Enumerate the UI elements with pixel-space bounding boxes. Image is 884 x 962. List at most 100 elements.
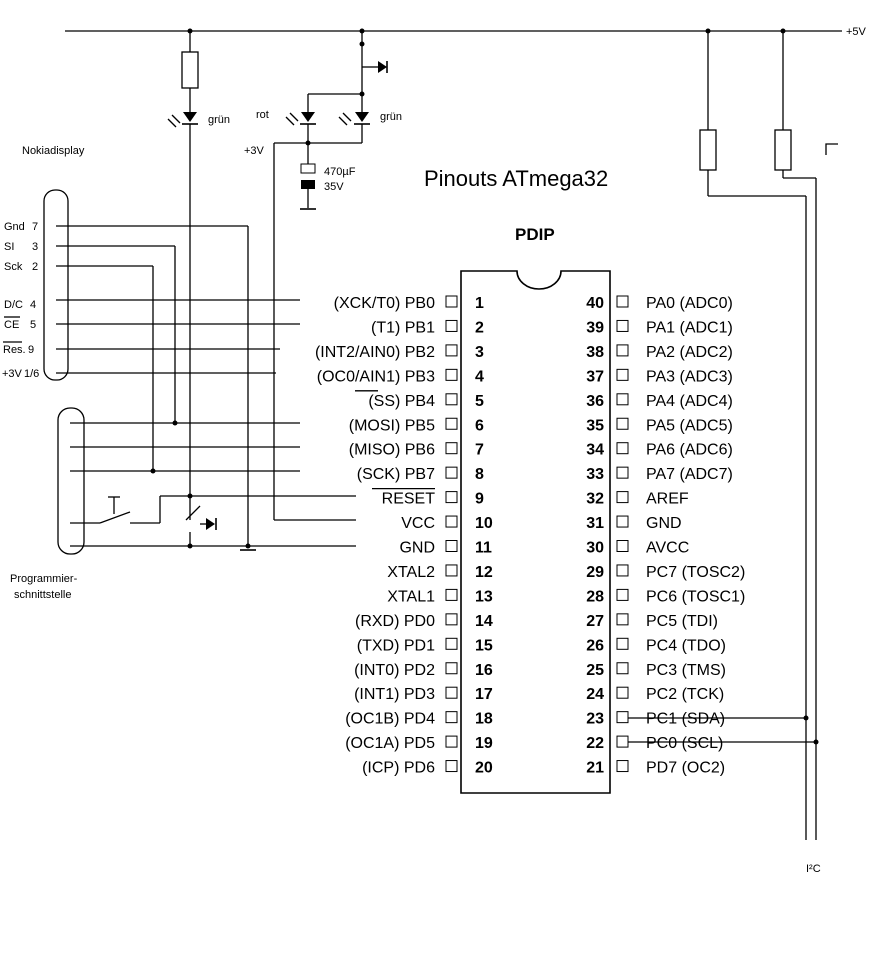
i2c-pullups [628, 28, 838, 840]
pin-label: PC2 (TCK) [646, 686, 724, 703]
pin-pad [616, 417, 629, 430]
pin-number: 20 [475, 760, 493, 777]
pin-pad [445, 662, 458, 675]
pin-19: (OC1A) PD5 19 [345, 735, 493, 752]
pin-pad [616, 760, 629, 773]
pin-number: 16 [475, 662, 493, 679]
led-icon [183, 112, 197, 122]
nokia-pin-ce: CE [4, 319, 19, 331]
capacitor-icon [300, 163, 316, 174]
pin-pad [616, 735, 629, 748]
resistor-icon [181, 51, 199, 89]
package-label: PDIP [515, 225, 555, 244]
pin-label: PA3 (ADC3) [646, 368, 733, 385]
pin-pad [445, 442, 458, 455]
pin-label: PC5 (TDI) [646, 613, 718, 630]
nokia-pin-vcc: +3V [2, 368, 23, 380]
pin-pad [616, 662, 629, 675]
pin-number: 21 [586, 760, 604, 777]
pin-number: 6 [475, 417, 484, 434]
pin-label: (TXD) PD1 [357, 637, 435, 654]
programmer-connector [57, 407, 356, 555]
pin-label: (OC1B) PD4 [345, 711, 435, 728]
pin-number: 38 [586, 344, 604, 361]
nokia-pin-dc: D/C [4, 299, 23, 311]
pin-pad [445, 344, 458, 357]
pin-label: PC4 (TDO) [646, 637, 726, 654]
nokia-pin-dc-num: 4 [30, 299, 36, 311]
pin-pad [445, 319, 458, 332]
pin-pad [445, 295, 458, 308]
pin-label: PA4 (ADC4) [646, 393, 733, 410]
atmega32-chip [460, 270, 611, 794]
pin-label: PA6 (ADC6) [646, 442, 733, 459]
pin-label: (MISO) PB6 [349, 442, 435, 459]
pin-pad [616, 613, 629, 626]
pin-label: (XCK/T0) PB0 [334, 295, 435, 312]
power-led-branch: grün [167, 28, 230, 520]
pin-21: 21 PD7 (OC2) [586, 760, 725, 777]
pin-label: PA0 (ADC0) [646, 295, 733, 312]
nokia-pin-sck-num: 2 [32, 261, 38, 273]
pin-pad [445, 735, 458, 748]
nokia-pin-res: Res. [3, 344, 26, 356]
pin-pad [616, 491, 629, 504]
status-led-branch: rot grün +3V 470µF 35V [244, 28, 402, 521]
pin-label: PC6 (TOSC1) [646, 588, 745, 605]
pin-number: 12 [475, 564, 493, 581]
nokia-pin-sck: Sck [4, 261, 23, 273]
pin-number: 8 [475, 466, 484, 483]
pin-8: (SCK) PB7 8 [357, 466, 484, 483]
pin-pad [445, 515, 458, 528]
pin-label: PA1 (ADC1) [646, 319, 733, 336]
led1-label: grün [208, 114, 230, 126]
pin-label: (OC1A) PD5 [345, 735, 435, 752]
pin-label: (T1) PB1 [371, 319, 435, 336]
pin-pad [616, 564, 629, 577]
pin-number: 34 [586, 442, 604, 459]
pin-label: GND [399, 540, 435, 557]
pin-label: (SCK) PB7 [357, 466, 435, 483]
pin-number: 29 [586, 564, 604, 581]
pin-pad [445, 760, 458, 773]
pin-number: 1 [475, 295, 484, 312]
pin-1: (XCK/T0) PB0 1 [334, 295, 484, 312]
pin-number: 32 [586, 491, 604, 508]
pin-24: 24 PC2 (TCK) [586, 686, 724, 703]
title: Pinouts ATmega32 [424, 166, 608, 191]
pin-pad [616, 344, 629, 357]
pin-11: GND 11 [399, 540, 492, 557]
pin-number: 11 [475, 540, 492, 557]
pin-number: 9 [475, 491, 484, 508]
pin-label: PA5 (ADC5) [646, 417, 733, 434]
pin-number: 15 [475, 637, 493, 654]
programmer-plug [57, 407, 85, 555]
pin-pad [616, 393, 629, 406]
pin-number: 24 [586, 686, 604, 703]
pin-label: PD7 (OC2) [646, 760, 725, 777]
pin-label: (SS) PB4 [368, 393, 435, 410]
pin-number: 28 [586, 588, 604, 605]
pin-pad [445, 686, 458, 699]
pulse-icon [825, 143, 838, 155]
pin-number: 19 [475, 735, 493, 752]
pin-number: 3 [475, 344, 484, 361]
